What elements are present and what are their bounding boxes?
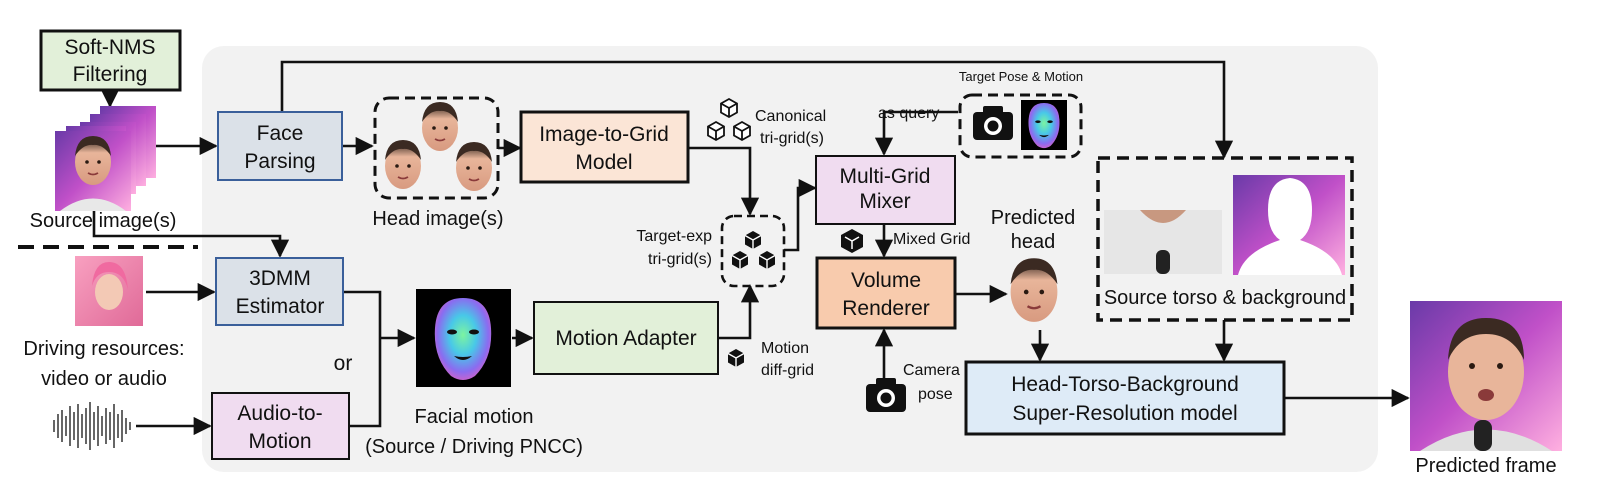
- audio-to-motion-box: Audio-to- Motion: [211, 392, 350, 460]
- volume-line2: Renderer: [842, 297, 930, 320]
- estimator-line1: 3DMM: [249, 267, 311, 290]
- connector-lines: [92, 60, 1410, 436]
- target-pose-motion-group: [958, 93, 1083, 159]
- target-pose-motion-label: Target Pose & Motion: [959, 69, 1083, 84]
- facial-motion-line2: (Source / Driving PNCC): [365, 436, 583, 458]
- or-label: or: [334, 352, 353, 375]
- super-resolution-box: Head-Torso-Background Super-Resolution m…: [964, 360, 1286, 436]
- driving-resources-line1: Driving resources:: [23, 338, 184, 360]
- mixer-line2: Mixer: [859, 190, 910, 213]
- motion-diffgrid-line1: Motion: [761, 340, 809, 357]
- estimator-3dmm-box: 3DMM Estimator: [215, 257, 344, 326]
- image-to-grid-line1: Image-to-Grid: [539, 123, 669, 146]
- as-query-label: as query: [878, 105, 939, 122]
- canonical-trigrid-line2: tri-grid(s): [760, 130, 824, 147]
- pncc-face-mask-icon: [416, 289, 511, 387]
- audio-waveform-icon: [53, 402, 131, 450]
- camera-pose-line2: pose: [918, 386, 953, 403]
- source-images-label: Source image(s): [30, 210, 177, 232]
- camera-pose-line1: Camera: [903, 362, 960, 379]
- predicted-head-image: [1009, 257, 1059, 324]
- estimator-line2: Estimator: [236, 295, 325, 318]
- predicted-frame-label: Predicted frame: [1415, 455, 1556, 477]
- sr-line2: Super-Resolution model: [1012, 402, 1237, 425]
- source-torso-label: Source torso & background: [1104, 287, 1346, 309]
- soft-nms-box: Soft-NMS Filtering: [39, 29, 182, 92]
- volume-renderer-box: Volume Renderer: [815, 256, 957, 330]
- facial-motion-line1: Facial motion: [415, 406, 534, 428]
- driving-portrait: [75, 256, 143, 326]
- source-torso-images: [1104, 175, 1345, 275]
- target-pose-face-icon: [1021, 100, 1067, 150]
- audio-line2: Motion: [248, 430, 311, 453]
- source-torso-background-group: [1096, 156, 1354, 322]
- mixed-grid-cube-icon: [841, 229, 863, 253]
- image-to-grid-line2: Model: [575, 151, 632, 174]
- driving-resources-line2: video or audio: [41, 368, 167, 390]
- head-images-label: Head image(s): [372, 208, 503, 230]
- target-exp-trigrid-group: [720, 214, 786, 288]
- face-parsing-line2: Parsing: [244, 150, 315, 173]
- multi-grid-mixer-box: Multi-Grid Mixer: [815, 155, 956, 225]
- volume-line1: Volume: [851, 269, 921, 292]
- target-exp-line1: Target-exp: [636, 228, 712, 245]
- predicted-frame-image: [1410, 301, 1562, 451]
- source-images-stack: [55, 106, 156, 211]
- image-to-grid-box: Image-to-Grid Model: [519, 110, 690, 184]
- motion-adapter-label: Motion Adapter: [555, 327, 696, 350]
- soft-nms-line1: Soft-NMS: [64, 36, 155, 59]
- motion-diffgrid-line2: diff-grid: [761, 362, 814, 379]
- face-parsing-line1: Face: [257, 122, 304, 145]
- sr-line1: Head-Torso-Background: [1011, 373, 1239, 396]
- target-exp-line2: tri-grid(s): [648, 251, 712, 268]
- canonical-trigrid-line1: Canonical: [755, 108, 826, 125]
- face-parsing-box: Face Parsing: [217, 111, 343, 181]
- predicted-head-line1: Predicted: [991, 207, 1076, 229]
- mixer-line1: Multi-Grid: [839, 165, 930, 188]
- soft-nms-line2: Filtering: [73, 63, 148, 86]
- mixed-grid-label: Mixed Grid: [893, 231, 970, 248]
- audio-line1: Audio-to-: [237, 402, 322, 425]
- predicted-head-line2: head: [1011, 231, 1056, 253]
- head-images-group: [373, 96, 500, 200]
- motion-adapter-box: Motion Adapter: [533, 301, 719, 375]
